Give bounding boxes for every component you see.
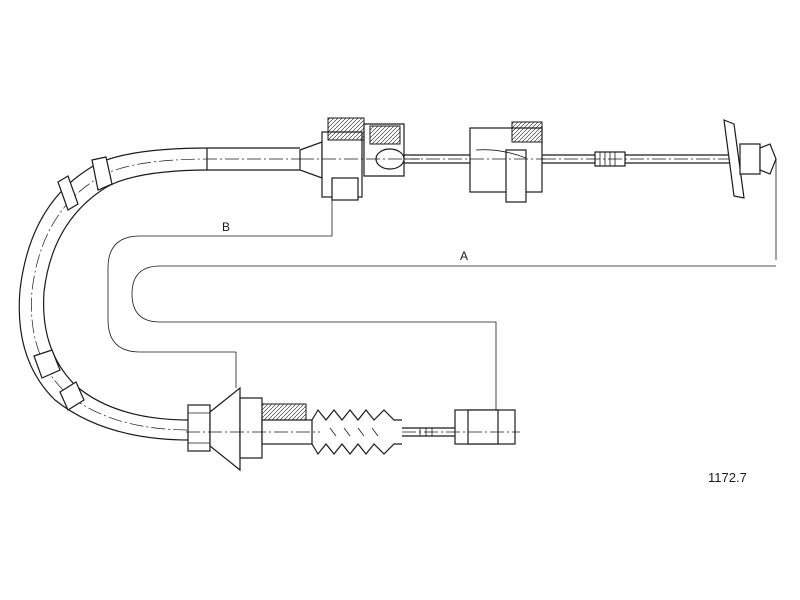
sheath-sleeve-upper bbox=[57, 156, 113, 211]
lower-end-fitting bbox=[186, 352, 320, 472]
dimension-b: B bbox=[107, 220, 332, 353]
inner-wire-upper bbox=[404, 154, 470, 164]
upper-abutment-fitting bbox=[299, 117, 420, 236]
inner-wire-right bbox=[542, 151, 740, 167]
sheath-sleeve-lower bbox=[33, 349, 85, 411]
middle-adjuster-body bbox=[469, 121, 545, 203]
part-number: 1172.7 bbox=[708, 470, 747, 485]
cable-sheath bbox=[18, 147, 305, 441]
dimension-a-label: A bbox=[460, 249, 468, 263]
lower-wire-terminal bbox=[402, 409, 520, 445]
dimension-a: A bbox=[131, 249, 776, 410]
rubber-bellows bbox=[311, 408, 402, 456]
right-end-terminal bbox=[723, 119, 777, 260]
dimension-b-label: B bbox=[222, 220, 230, 234]
